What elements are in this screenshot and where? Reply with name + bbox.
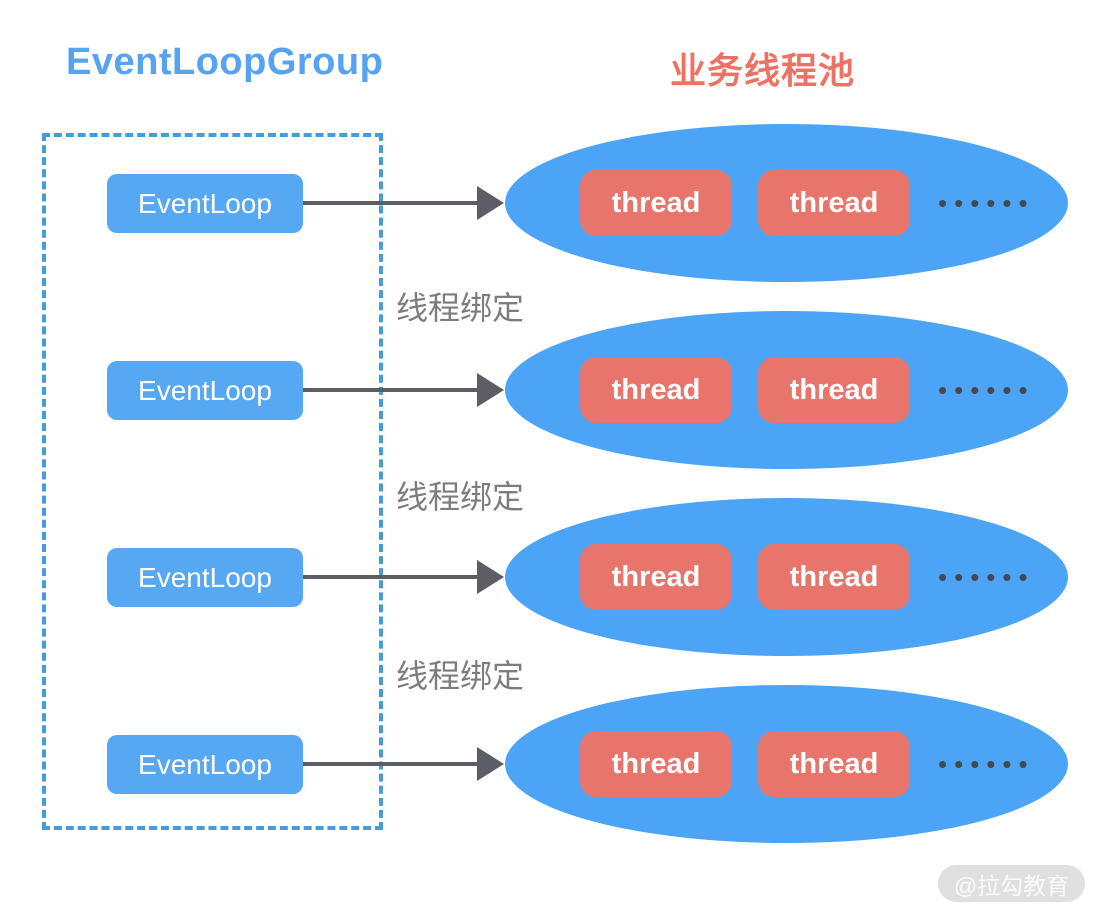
binding-row: EventLoop thread thread •••••• bbox=[0, 311, 1109, 469]
binding-row: EventLoop thread thread •••••• bbox=[0, 124, 1109, 282]
ellipsis-dots: •••••• bbox=[938, 188, 1035, 218]
binding-row: EventLoop thread thread •••••• bbox=[0, 685, 1109, 843]
binding-arrow-line bbox=[303, 762, 480, 766]
watermark-badge: @拉勾教育 bbox=[938, 865, 1085, 902]
thread-node: thread bbox=[758, 170, 910, 236]
binding-arrow-head-icon bbox=[477, 560, 504, 594]
thread-node: thread bbox=[580, 357, 732, 423]
ellipsis-dots: •••••• bbox=[938, 749, 1035, 779]
binding-arrow-head-icon bbox=[477, 373, 504, 407]
eventloop-node: EventLoop bbox=[107, 361, 303, 420]
binding-arrow-line bbox=[303, 575, 480, 579]
binding-arrow-line bbox=[303, 201, 480, 205]
binding-arrow-head-icon bbox=[477, 747, 504, 781]
thread-node: thread bbox=[580, 170, 732, 236]
binding-arrow-head-icon bbox=[477, 186, 504, 220]
binding-row: EventLoop thread thread •••••• bbox=[0, 498, 1109, 656]
thread-binding-label: 线程绑定 bbox=[396, 290, 525, 326]
ellipsis-dots: •••••• bbox=[938, 375, 1035, 405]
eventloopgroup-dashed-box bbox=[42, 133, 383, 830]
thread-node: thread bbox=[580, 731, 732, 797]
thread-node: thread bbox=[758, 731, 910, 797]
business-thread-pool-title: 业务线程池 bbox=[670, 50, 856, 91]
eventloopgroup-title: EventLoopGroup bbox=[66, 41, 384, 83]
thread-node: thread bbox=[758, 544, 910, 610]
thread-binding-label: 线程绑定 bbox=[396, 479, 525, 515]
eventloop-node: EventLoop bbox=[107, 174, 303, 233]
thread-binding-label: 线程绑定 bbox=[396, 658, 525, 694]
ellipsis-dots: •••••• bbox=[938, 562, 1035, 592]
thread-node: thread bbox=[580, 544, 732, 610]
thread-node: thread bbox=[758, 357, 910, 423]
eventloop-node: EventLoop bbox=[107, 735, 303, 794]
binding-arrow-line bbox=[303, 388, 480, 392]
eventloop-node: EventLoop bbox=[107, 548, 303, 607]
